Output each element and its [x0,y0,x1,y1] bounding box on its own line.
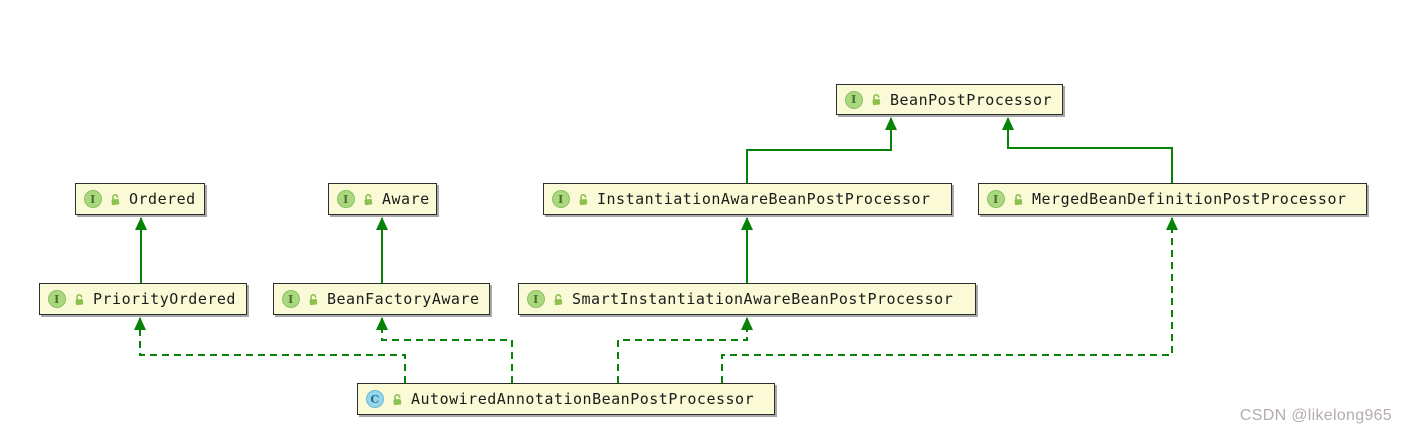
edge-autowired-annotation-bean-post-processor-implements-smart-instantiation-aware-bean-post-processor [617,317,753,383]
interface-icon: I [282,290,300,308]
node-label: InstantiationAwareBeanPostProcessor [597,190,931,208]
edge-autowired-annotation-bean-post-processor-implements-bean-factory-aware [376,317,513,383]
node-label: PriorityOrdered [93,290,236,308]
interface-icon: I [84,190,102,208]
node-label: SmartInstantiationAwareBeanPostProcessor [572,290,954,308]
class-icon: C [366,390,384,408]
interface-icon: I [48,290,66,308]
lock-icon [309,293,318,305]
watermark: CSDN @likelong965 [1239,407,1392,424]
node-merged-bean-definition-post-processor[interactable]: I MergedBeanDefinitionPostProcessor [978,183,1367,215]
edge-merged-bean-definition-post-processor-extends-bean-post-processor [1002,117,1173,183]
interface-icon: I [527,290,545,308]
interface-icon: I [337,190,355,208]
node-label: BeanPostProcessor [890,90,1053,109]
lock-icon [364,193,373,205]
edge-autowired-annotation-bean-post-processor-implements-priority-ordered [134,317,406,383]
node-label: AutowiredAnnotationBeanPostProcessor [411,390,755,408]
node-bean-post-processor[interactable]: I BeanPostProcessor [836,84,1063,115]
interface-icon: I [987,190,1005,208]
lock-icon [872,94,881,106]
node-label: Aware [382,190,430,208]
lock-icon [579,193,588,205]
lock-icon [111,193,120,205]
interface-icon: I [845,90,863,109]
lock-icon [75,293,84,305]
lock-icon [1014,193,1023,205]
node-aware[interactable]: I Aware [328,183,437,215]
node-label: MergedBeanDefinitionPostProcessor [1032,190,1347,208]
lock-icon [393,393,402,405]
node-bean-factory-aware[interactable]: I BeanFactoryAware [273,283,490,315]
node-label: BeanFactoryAware [327,290,480,308]
edge-instantiation-aware-bean-post-processor-extends-bean-post-processor [746,117,897,183]
node-label: Ordered [129,190,196,208]
node-priority-ordered[interactable]: I PriorityOrdered [39,283,247,315]
edge-autowired-annotation-bean-post-processor-implements-merged-bean-definition-post-processor [721,217,1178,383]
lock-icon [554,293,563,305]
node-autowired-annotation-bean-post-processor[interactable]: C AutowiredAnnotationBeanPostProcessor [357,383,775,415]
interface-icon: I [552,190,570,208]
node-ordered[interactable]: I Ordered [75,183,205,215]
node-instantiation-aware-bean-post-processor[interactable]: I InstantiationAwareBeanPostProcessor [543,183,952,215]
node-smart-instantiation-aware-bean-post-processor[interactable]: I SmartInstantiationAwareBeanPostProcesso… [518,283,976,315]
